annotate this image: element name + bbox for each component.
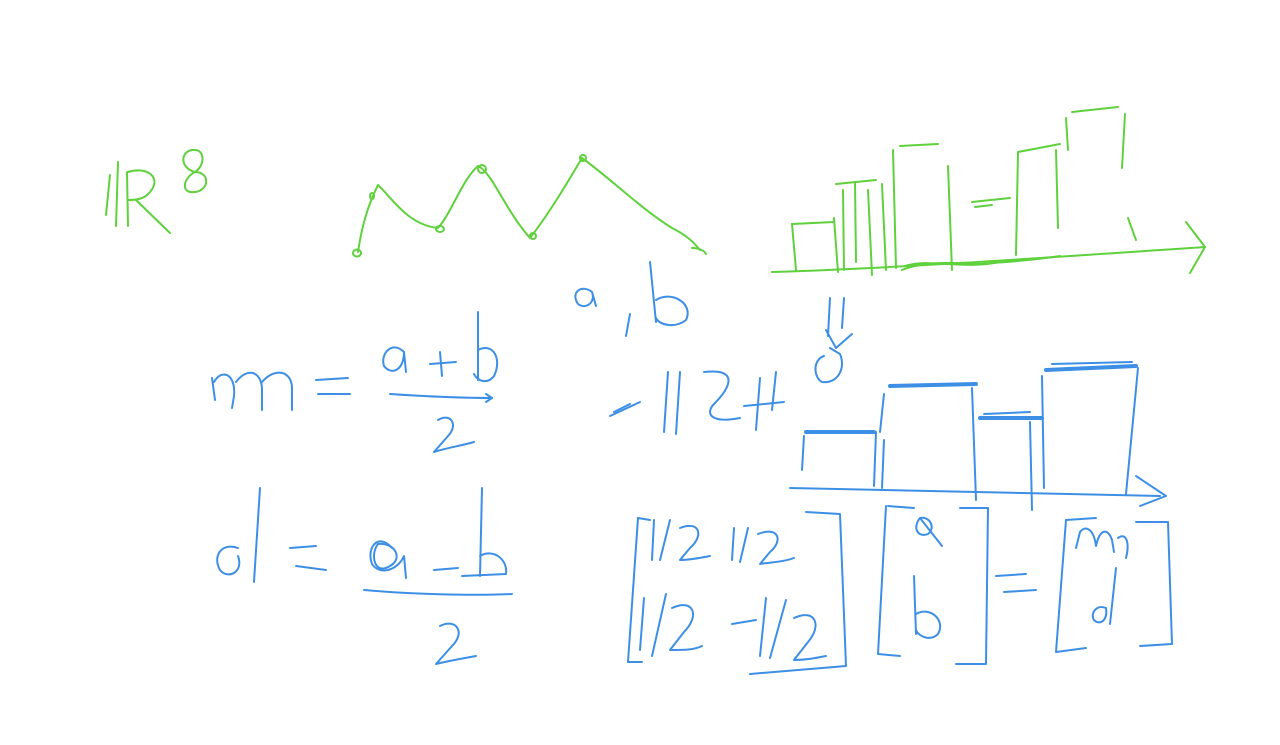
m-formula xyxy=(211,311,499,453)
d-formula xyxy=(216,487,513,665)
bar-graph-blue xyxy=(789,361,1167,511)
minus-half-plus-half xyxy=(609,347,843,435)
r8-symbol xyxy=(105,148,208,234)
down-arrow xyxy=(825,297,853,349)
matrix-equation xyxy=(627,505,1173,675)
bar-graph-green xyxy=(771,106,1206,276)
ab-label xyxy=(574,261,689,337)
wave-signal xyxy=(352,154,707,258)
